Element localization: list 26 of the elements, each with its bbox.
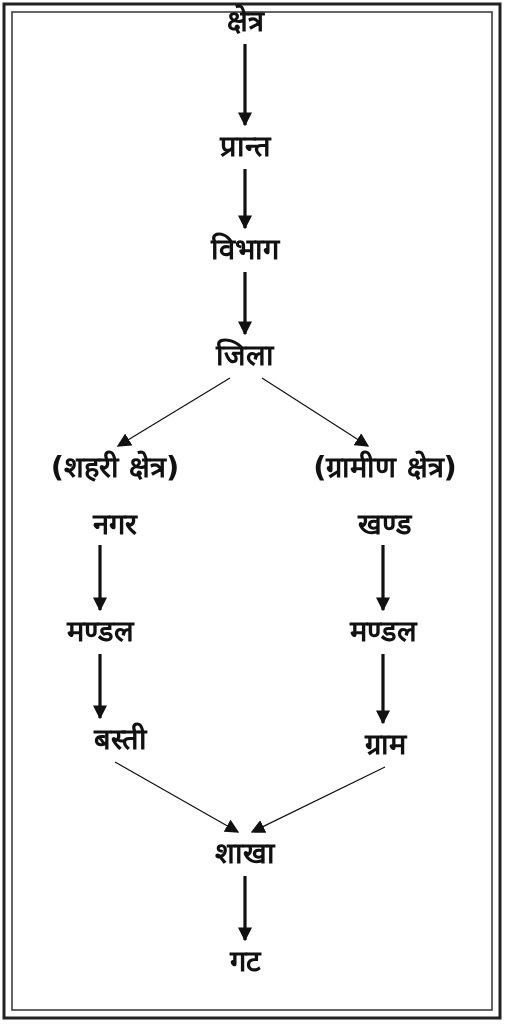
level-label: शाखा — [195, 834, 295, 874]
level-label: ग्राम — [335, 725, 435, 765]
level-label: विभाग — [190, 230, 300, 270]
arrow — [93, 545, 107, 612]
arrow — [116, 377, 231, 447]
arrow — [376, 654, 390, 725]
level-label: बस्ती — [70, 720, 170, 760]
arrow — [238, 272, 252, 336]
region-heading: (ग्रामीण क्षेत्र) — [313, 449, 457, 486]
level-label: खण्ड — [358, 506, 412, 543]
arrow — [114, 761, 240, 833]
arrow — [250, 766, 386, 833]
arrow — [376, 545, 390, 612]
level-label: जिला — [200, 336, 290, 376]
level-label: क्षेत्र — [195, 2, 295, 42]
arrow — [238, 169, 252, 230]
arrow — [261, 377, 370, 447]
level-label: नगर — [93, 506, 137, 543]
level-label: मण्डल — [323, 612, 443, 652]
level-label: प्रान्त — [190, 127, 300, 167]
region-heading: (शहरी क्षेत्र) — [50, 449, 180, 486]
arrow — [93, 654, 107, 720]
arrow — [238, 876, 252, 942]
level-label: गट — [210, 942, 280, 982]
level-label: मण्डल — [40, 612, 160, 652]
arrow — [238, 44, 252, 127]
